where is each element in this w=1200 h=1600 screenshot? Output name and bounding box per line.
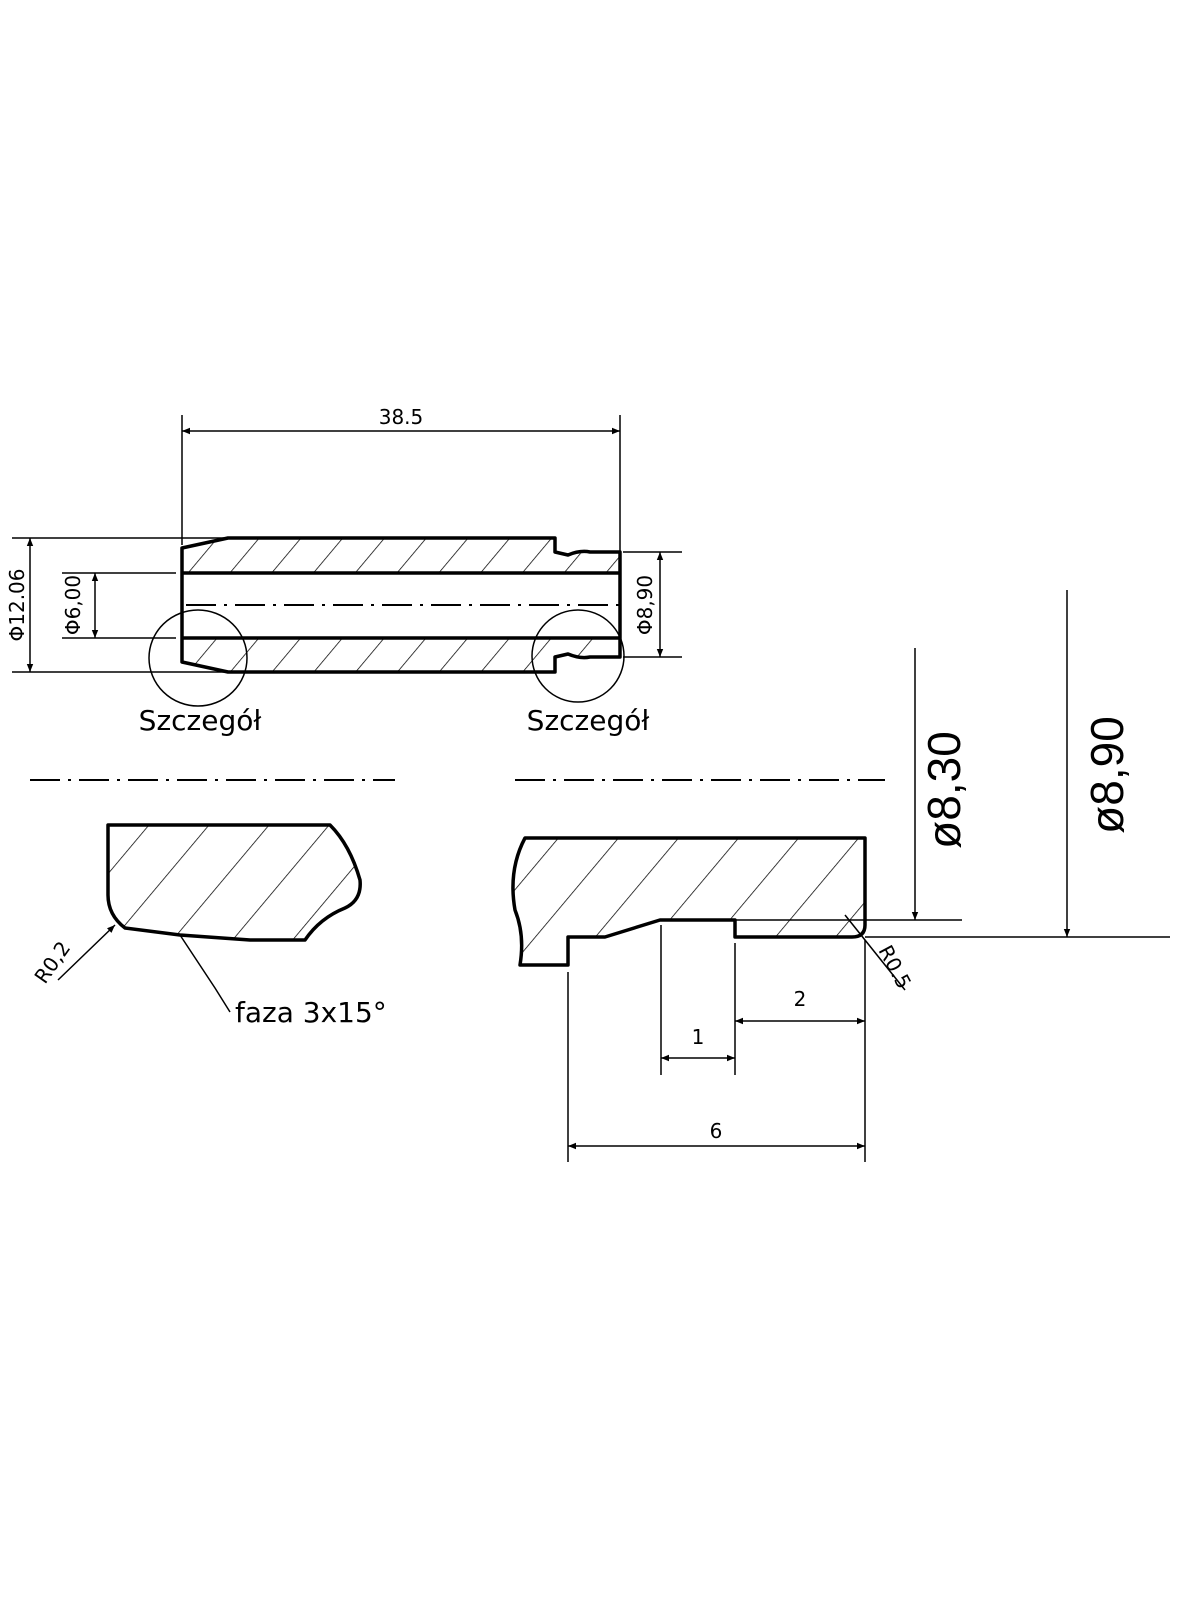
diameter-830-label: ø8,30 [918, 731, 970, 849]
detail-left-section [106, 823, 362, 942]
dim-outer-diameter-label: Φ12.06 [5, 569, 29, 642]
dim-2-label: 2 [794, 987, 807, 1011]
dim-end-diameter-label: Φ8,90 [633, 575, 657, 635]
dim-length-label: 38.5 [379, 405, 424, 429]
chamfer-label: faza 3x15° [235, 996, 387, 1029]
detail-label-right: Szczegół [527, 704, 650, 737]
detail-circle-right [531, 609, 625, 703]
radius-label-left: R0,2 [29, 937, 75, 988]
main-section-view: 38.5 Φ12.06 Φ6,00 Φ8,90 Szczegół Szczegó… [5, 405, 682, 737]
upper-wall-section [182, 538, 620, 573]
diameter-890-label: ø8,90 [1081, 716, 1133, 834]
detail-label-left: Szczegół [139, 704, 262, 737]
radius-leader-left [57, 924, 116, 981]
detail-right: ø8,30 ø8,90 R0.5 1 2 6 [511, 590, 1170, 1162]
radius-leader-right [844, 914, 906, 991]
chamfer-leader [179, 934, 231, 1013]
detail-right-section [511, 836, 867, 967]
detail-left: R0,2 faza 3x15° [29, 823, 387, 1029]
detail-circle-left [148, 609, 248, 707]
dim-1-label: 1 [692, 1025, 705, 1049]
radius-label-right: R0.5 [874, 941, 917, 993]
dim-bore-diameter-label: Φ6,00 [61, 575, 85, 635]
lower-wall-section [182, 638, 620, 672]
part-outline [180, 536, 622, 674]
dim-6-label: 6 [710, 1119, 723, 1143]
